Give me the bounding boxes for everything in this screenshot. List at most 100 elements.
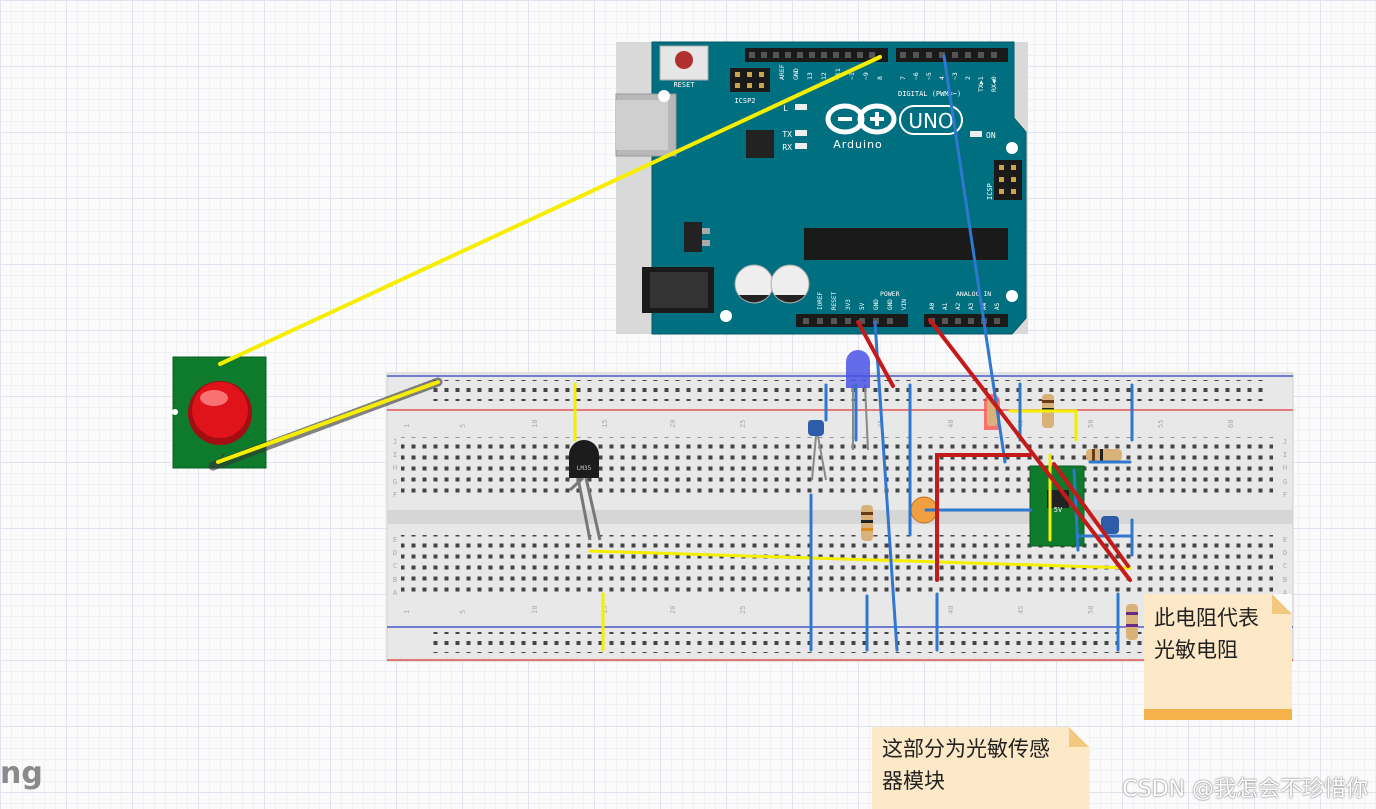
pin-label-a0: A0 [929,302,936,310]
row-letter-g: G [393,478,397,486]
row-letter-d-right: D [1283,549,1287,557]
pin-label-ioref: IOREF [817,292,824,310]
row-letter-f: F [393,491,397,499]
pin-label-11: ~11 [834,68,842,80]
note-resistor[interactable]: 此电阻代表 光敏电阻 [1144,594,1292,720]
wire-red-a0[interactable] [928,318,1132,582]
blue-led[interactable] [846,350,870,451]
wire-yellow-button-to-pin[interactable] [218,55,882,366]
col-num-top-60: 60 [1227,420,1235,428]
note-resistor-line-2: 光敏电阻 [1154,638,1238,662]
sensor-label: LM35 [577,465,592,472]
photoresistor-stand-in[interactable] [1126,604,1138,640]
row-letter-h-right: H [1283,464,1287,472]
pin-label-gnd: GND [792,68,800,80]
pin-label-rx0: RX◀0 [990,76,998,92]
capacitor-blue-2[interactable] [1101,516,1119,534]
arduino-uno-board[interactable]: RESET ICSP2 AREF GND 13 12 ~11 ~10 ~9 8 … [615,41,1028,335]
pin-label-vin: VIN [901,299,908,310]
pin-label-aref: AREF [778,64,786,80]
resistor-3[interactable] [1086,449,1122,461]
power-header [796,314,908,327]
row-letter-a-right: A [1283,589,1288,597]
led-l [795,104,807,110]
col-num-bottom-50: 50 [1087,606,1095,614]
pin-label-gnd-2: GND [887,299,894,310]
hole-grid-top [401,437,1273,499]
capacitor-blue-1[interactable] [808,420,824,436]
wire-yellow-long[interactable] [588,549,1132,570]
row-letter-e: E [393,536,397,544]
row-letter-b-right: B [1283,576,1287,584]
pin-label-5v: 5V [859,302,866,310]
center-channel [387,510,1293,524]
icsp2-label: ICSP2 [734,97,755,105]
note-resistor-line-1: 此电阻代表 [1154,606,1259,630]
note-module[interactable]: 这部分为光敏传感 器模块 [872,727,1089,809]
col-num-bottom-10: 10 [531,606,539,614]
col-num-top-50: 50 [1087,420,1095,428]
wire-blue-digital[interactable] [942,54,1007,464]
digital-label: DIGITAL (PWM=~) [898,90,961,98]
col-num-top-1: 1 [403,424,411,428]
led-tx [795,130,807,136]
row-letter-d: D [393,549,397,557]
brand-label: Arduino [833,138,883,151]
uno-badge [899,105,963,135]
pin-label-4: 4 [938,76,946,80]
pin-label-gnd-1: GND [873,299,880,310]
pin-label-2: 2 [964,76,972,80]
atmega-chip [804,228,1008,260]
capacitor-right [770,264,810,304]
temperature-sensor[interactable]: LM35 [568,440,602,541]
model-label: UNO [908,109,953,133]
breadboard[interactable]: J I H G F E D C B A J I H G F E D C B A … [386,372,1294,662]
col-num-bottom-15: 15 [601,606,609,614]
pin-label-reset: RESET [831,292,838,310]
pin-label-9: ~9 [862,72,870,80]
resistor-1[interactable] [861,505,873,541]
rail-holes-top [433,380,1263,401]
rail-holes-bottom [433,632,1263,653]
note-fold [1069,727,1089,747]
pin-label-10: ~10 [848,68,856,80]
led-label-tx: TX [782,130,792,139]
pin-label-5: ~5 [925,72,933,80]
red-button-cap[interactable] [192,382,248,438]
wire-red-module[interactable] [935,453,1032,582]
push-button-module[interactable] [172,356,267,469]
icsp-header [994,160,1022,200]
sensor-body [569,440,599,478]
arduino-infinity-logo [825,103,897,135]
row-letter-i-right: I [1283,451,1287,459]
row-letter-f-right: F [1283,491,1287,499]
led-rx [795,143,807,149]
board-pcb [651,41,1027,335]
led-label-l: L [783,104,788,113]
hole-grid-bottom [401,535,1273,597]
pin-label-3: ~3 [951,72,959,80]
row-letter-j-right: J [1283,438,1287,446]
pin-label-a4: A4 [981,302,988,310]
app-logo-fragment: ng [0,756,43,791]
pin-label-3v3: 3V3 [845,299,852,310]
wire-red-5v[interactable] [856,320,895,388]
row-letter-b: B [393,576,397,584]
row-letter-c: C [393,562,397,570]
pin-label-tx1: TX▶1 [977,76,985,92]
note-module-line-2: 器模块 [882,769,945,793]
col-num-top-20: 20 [669,420,677,428]
led-on [970,131,982,137]
row-letter-h: H [393,464,397,472]
reset-label: RESET [673,81,695,89]
digital-header-left [745,48,888,62]
pin-label-12: 12 [820,72,828,80]
row-letter-g-right: G [1283,478,1287,486]
reset-button-cap[interactable] [675,51,693,69]
col-num-bottom-1: 1 [403,610,411,614]
wire-yellow-button-to-rail[interactable] [216,380,440,464]
wire-blue-gnd[interactable] [873,320,899,652]
note-fold [1272,594,1292,614]
analog-label: ANALOG IN [956,290,991,298]
watermark: CSDN @我怎会不珍惜你 [1122,777,1368,802]
